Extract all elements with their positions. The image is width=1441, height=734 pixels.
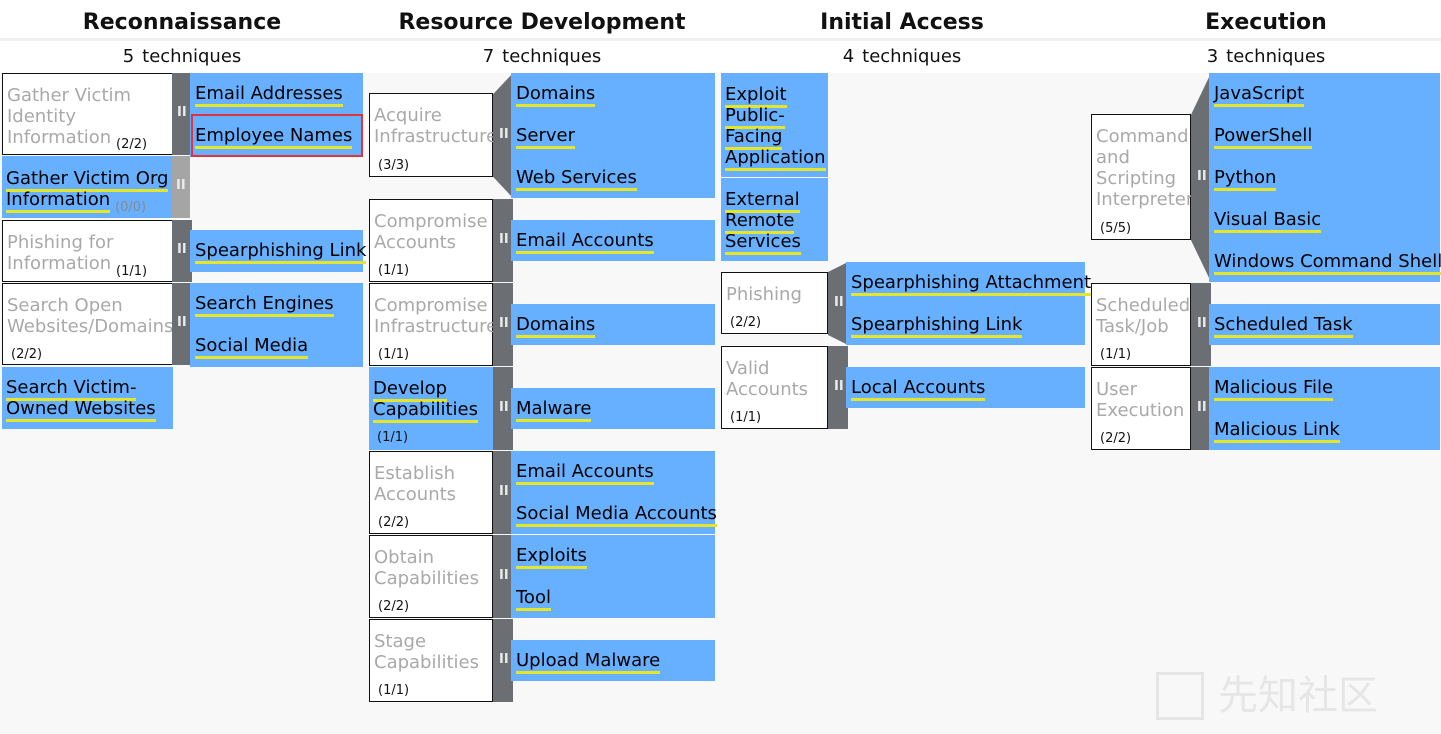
technique-ratio: (1/1)	[378, 263, 410, 278]
technique-ratio: (2/2)	[116, 137, 148, 152]
technique-ratio: (1/1)	[116, 264, 148, 279]
expand-subtechniques-handle[interactable]: II	[828, 346, 848, 429]
subtechnique-malicious-link[interactable]: Malicious Link	[1209, 409, 1440, 450]
expand-subtechniques-handle[interactable]: II	[1191, 73, 1211, 282]
subtechnique-windows-command-shell[interactable]: Windows Command Shell	[1209, 241, 1441, 282]
subtechnique-search-engines[interactable]: Search Engines	[190, 283, 363, 325]
technique-phishing[interactable]: Phishing (2/2)	[721, 272, 828, 334]
subtechnique-server[interactable]: Server	[511, 115, 715, 157]
subtechnique-employee-names[interactable]: Employee Names	[190, 115, 363, 157]
technique-ratio: (1/1)	[377, 430, 409, 445]
technique-ratio: (1/1)	[378, 347, 410, 362]
expand-subtechniques-handle[interactable]: II	[1191, 367, 1211, 450]
subtechnique-visual-basic[interactable]: Visual Basic	[1209, 199, 1440, 241]
expand-subtechniques-handle[interactable]: II	[172, 220, 192, 282]
technique-ratio: (2/2)	[378, 515, 410, 530]
technique-ratio: (5/5)	[1100, 221, 1132, 236]
technique-ratio: (2/2)	[11, 347, 43, 362]
technique-search-victim-owned-websites[interactable]: Search Victim-Owned Websites	[2, 367, 173, 429]
subtechnique-social-media-accounts[interactable]: Social Media Accounts	[511, 493, 717, 534]
expand-subtechniques-handle[interactable]: II	[1191, 283, 1211, 366]
subtechnique-scheduled-task[interactable]: Scheduled Task	[1209, 304, 1440, 345]
tactic-resource-development-title[interactable]: Resource Development	[398, 10, 686, 35]
subtechnique-python[interactable]: Python	[1209, 157, 1440, 199]
subtechnique-email-addresses[interactable]: Email Addresses	[190, 73, 363, 115]
expand-subtechniques-handle[interactable]: II	[493, 451, 513, 534]
subtechnique-spearphishing-link[interactable]: Spearphishing Link	[190, 230, 367, 272]
expand-subtechniques-handle[interactable]: II	[493, 73, 513, 198]
expand-subtechniques-handle[interactable]: II	[493, 535, 513, 618]
selected-subtechnique-outline	[191, 114, 363, 157]
technique-ratio: (2/2)	[730, 315, 762, 330]
subtechnique-domains[interactable]: Domains	[511, 304, 715, 345]
subtechnique-social-media[interactable]: Social Media	[190, 325, 363, 367]
expand-subtechniques-handle[interactable]: II	[493, 619, 513, 702]
subtechnique-javascript[interactable]: JavaScript	[1209, 73, 1440, 115]
subtechnique-malware[interactable]: Malware	[511, 388, 715, 429]
watermark-text: 先知社区	[1218, 673, 1378, 719]
subtechnique-local-accounts[interactable]: Local Accounts	[846, 367, 1085, 408]
technique-ratio: (2/2)	[1100, 431, 1132, 446]
technique-ratio: (2/2)	[378, 599, 410, 614]
subtechnique-tool[interactable]: Tool	[511, 577, 715, 618]
tactic-initial-access-title[interactable]: Initial Access	[820, 10, 984, 35]
technique-ratio: (3/3)	[378, 158, 410, 173]
tactic-execution-title[interactable]: Execution	[1205, 10, 1327, 35]
subtechnique-spearphishing-link[interactable]: Spearphishing Link	[846, 304, 1085, 345]
subtechnique-spearphishing-attachment[interactable]: Spearphishing Attachment	[846, 262, 1092, 304]
subtechnique-malicious-file[interactable]: Malicious File	[1209, 367, 1440, 409]
technique-ratio: (0/0)	[115, 200, 147, 215]
subheader-band	[0, 40, 1441, 73]
subtechnique-powershell[interactable]: PowerShell	[1209, 115, 1440, 157]
expand-subtechniques-handle[interactable]: II	[828, 262, 848, 345]
subtechnique-domains[interactable]: Domains	[511, 73, 715, 115]
technique-ratio: (1/1)	[730, 410, 762, 425]
subtechnique-email-accounts[interactable]: Email Accounts	[511, 451, 715, 493]
header-band	[0, 0, 1441, 40]
watermark: 先知社区	[1156, 672, 1418, 724]
subtechnique-web-services[interactable]: Web Services	[511, 157, 715, 198]
expand-subtechniques-handle[interactable]: II	[172, 283, 192, 365]
expand-subtechniques-handle[interactable]: II	[493, 199, 513, 282]
tactic-reconnaissance-title[interactable]: Reconnaissance	[82, 10, 282, 35]
header-separator	[0, 38, 1441, 41]
technique-ratio: (1/1)	[1100, 347, 1132, 362]
subtechnique-exploits[interactable]: Exploits	[511, 535, 715, 577]
subtechnique-upload-malware[interactable]: Upload Malware	[511, 640, 715, 681]
technique-ratio: (1/1)	[378, 683, 410, 698]
expand-subtechniques-handle[interactable]: II	[493, 367, 513, 450]
subtechnique-email-accounts[interactable]: Email Accounts	[511, 220, 715, 261]
expand-subtechniques-handle[interactable]: II	[172, 73, 192, 155]
expand-subtechniques-handle[interactable]: II	[172, 156, 190, 218]
watermark-logo-icon	[1156, 672, 1204, 720]
expand-subtechniques-handle[interactable]: II	[493, 283, 513, 366]
